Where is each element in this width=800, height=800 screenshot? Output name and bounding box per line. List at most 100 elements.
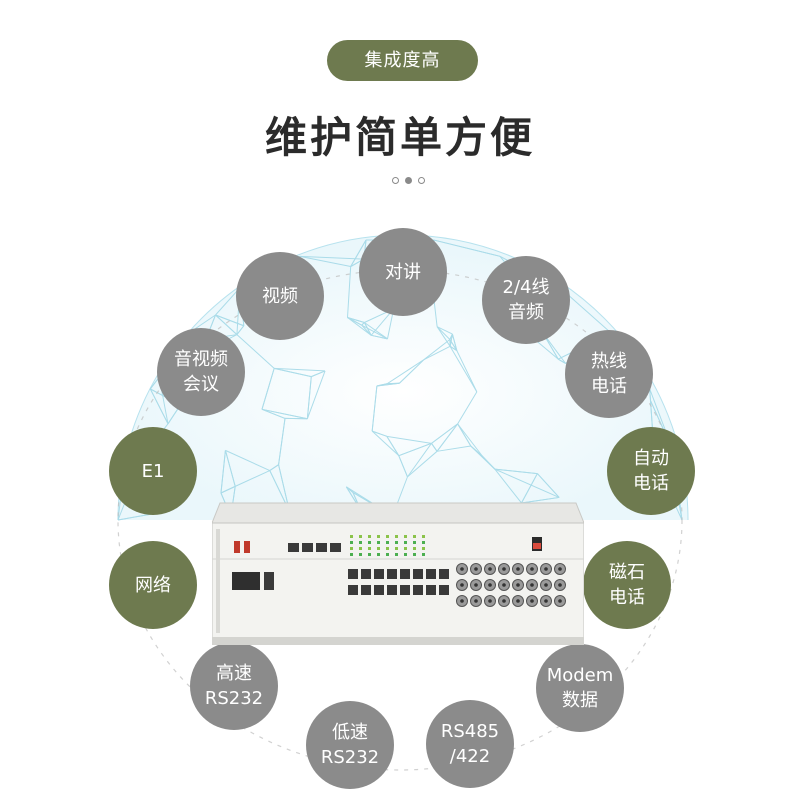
bnc-connector-pin [544,567,548,571]
status-led [413,541,416,544]
status-led [386,547,389,550]
globe-mesh-line [436,326,453,335]
status-led [350,547,353,550]
bnc-connector-pin [530,567,534,571]
status-led [422,547,425,550]
globe-mesh-line [215,314,238,335]
dot-indicator-active [405,177,412,184]
globe-mesh-line [494,468,560,498]
globe-mesh-line [311,370,326,378]
rj11-port [400,585,410,595]
status-led [359,535,362,538]
status-led [413,547,416,550]
globe-mesh-line [236,325,245,335]
bnc-connector-pin [558,567,562,571]
rj11-port [387,569,397,579]
globe-mesh-line [407,450,438,478]
dot-indicator [392,177,399,184]
globe-mesh-line [346,266,352,318]
globe-mesh-line [347,317,365,323]
bnc-connector-pin [502,583,506,587]
globe-mesh-line [387,359,425,384]
bnc-connector-pin [558,583,562,587]
rj11-port [348,585,358,595]
globe-mesh-line [431,423,458,444]
rj45-port [302,543,313,552]
rj11-port [413,585,423,595]
rj45-port [316,543,327,552]
status-led [395,553,398,556]
rj11-port [361,585,371,595]
rj11-port [439,569,449,579]
globe-mesh-line [423,345,451,361]
feature-bubble-hotline-phone: 热线 电话 [565,330,653,418]
status-led [350,541,353,544]
globe-mesh-line [261,408,286,419]
globe-mesh-line [436,423,459,452]
globe-mesh-line [376,383,388,387]
rj11-port [361,569,371,579]
bnc-connector-pin [460,567,464,571]
status-led [404,547,407,550]
globe-mesh-line [371,430,388,437]
bnc-connector-pin [474,583,478,587]
feature-bubble-auto-phone: 自动 电话 [607,427,695,515]
bnc-connector-pin [474,567,478,571]
bnc-connector-pin [502,599,506,603]
globe-mesh-line [371,334,388,340]
globe-mesh-line [215,287,241,316]
rj11-port [400,569,410,579]
bnc-connector-pin [488,567,492,571]
rj11-port [348,569,358,579]
feature-bubble-low-speed-rs232: 低速 RS232 [306,701,394,789]
globe-mesh-line [521,496,560,504]
globe-mesh-line [433,239,501,257]
feature-bubble-modem-data: Modem 数据 [536,644,624,732]
globe-mesh-line [449,334,453,347]
status-led [413,535,416,538]
bnc-connector-pin [460,599,464,603]
feature-bubble-high-speed-rs232: 高速 RS232 [190,642,278,730]
globe-mesh-line [537,473,560,498]
status-led [404,541,407,544]
globe-mesh-line [451,333,458,351]
globe-mesh-line [236,334,275,369]
globe-mesh-line [347,317,362,326]
globe-mesh-line [347,317,372,336]
globe-mesh-line [224,450,236,487]
page-title: 维护简单方便 [264,113,535,162]
globe-mesh-line [449,345,458,351]
globe-mesh-line [431,443,438,452]
feature-bubble-rs485-422: RS485 /422 [426,700,514,788]
rj11-port [426,569,436,579]
status-led [359,547,362,550]
globe-mesh-line [235,470,270,487]
status-led [386,553,389,556]
bnc-connector-pin [530,599,534,603]
status-led [422,541,425,544]
globe-mesh-line [494,468,538,475]
globe-mesh-line [436,326,451,340]
globe-mesh-line [278,418,286,465]
globe-mesh-line [399,359,425,384]
globe-mesh-line [457,391,478,425]
globe-mesh-line [306,376,312,419]
globe-mesh-line [350,239,367,267]
globe-mesh-line [220,485,236,494]
status-led [377,547,380,550]
status-led [413,553,416,556]
feature-bubble-video: 视频 [236,252,324,340]
feature-bubble-av-conference: 音视频 会议 [157,328,245,416]
globe-mesh-line [215,314,244,327]
globe-mesh-line [398,442,432,457]
globe-mesh-line [261,408,308,420]
status-led [368,541,371,544]
rj45-port [330,543,341,552]
globe-mesh-line [386,435,432,444]
globe-mesh-line [306,370,326,419]
rj11-port [374,569,384,579]
bnc-connector-pin [544,599,548,603]
status-led [368,553,371,556]
status-led [377,541,380,544]
